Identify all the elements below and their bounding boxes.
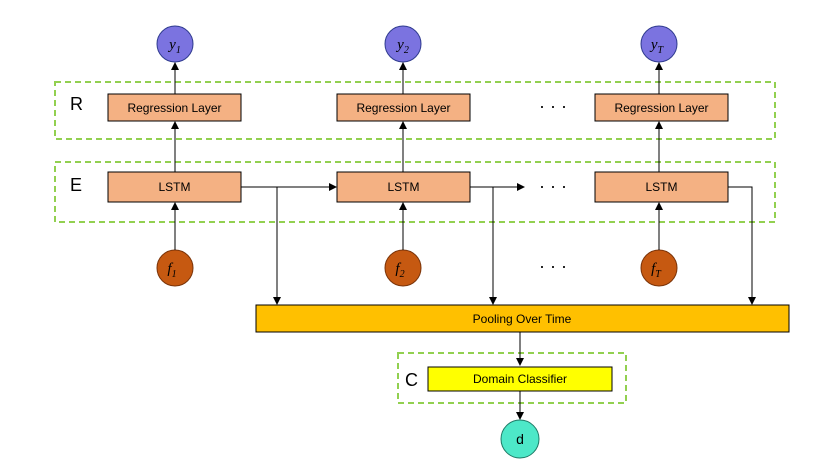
output-node-yt-label: yT (649, 37, 665, 56)
output-node-y2-label: y2 (395, 37, 409, 56)
region-label-r: R (70, 94, 83, 114)
lstm-t-label: LSTM (645, 180, 677, 194)
ellipsis-inputs: · · · (539, 256, 567, 276)
input-node-f1-label: f1 (167, 261, 176, 280)
classifier-region (397, 352, 627, 404)
regression-layer-1-label: Regression Layer (127, 101, 221, 115)
encoder-region (54, 161, 776, 223)
regression-layer-t-label: Regression Layer (614, 101, 708, 115)
regression-layer-2 (336, 93, 471, 122)
domain-output-node (500, 419, 540, 459)
lstm-1 (107, 171, 242, 203)
lstm-1-label: LSTM (158, 180, 190, 194)
input-node-f2 (384, 249, 422, 287)
regression-layer-2-label: Regression Layer (356, 101, 450, 115)
domain-output-label: d (516, 431, 524, 447)
domain-classifier (427, 366, 613, 392)
arrow-ht-to-pool (728, 186, 756, 305)
region-label-c: C (405, 370, 418, 390)
output-node-yt (640, 25, 678, 63)
lstm-2 (336, 171, 471, 203)
regression-region (54, 81, 776, 140)
region-label-e: E (70, 175, 82, 195)
output-node-y1-label: y1 (167, 37, 181, 56)
domain-classifier-label: Domain Classifier (473, 372, 567, 386)
pooling-layer-label: Pooling Over Time (473, 312, 572, 326)
regression-layer-t (594, 93, 729, 122)
input-node-f2-label: f2 (395, 261, 404, 280)
input-node-f1 (156, 249, 194, 287)
input-node-ft-label: fT (651, 261, 662, 280)
ellipsis-lstm: · · · (539, 176, 567, 196)
pooling-layer (255, 304, 790, 333)
ellipsis-regression: · · · (539, 96, 567, 116)
input-node-ft (640, 249, 678, 287)
lstm-2-label: LSTM (387, 180, 419, 194)
